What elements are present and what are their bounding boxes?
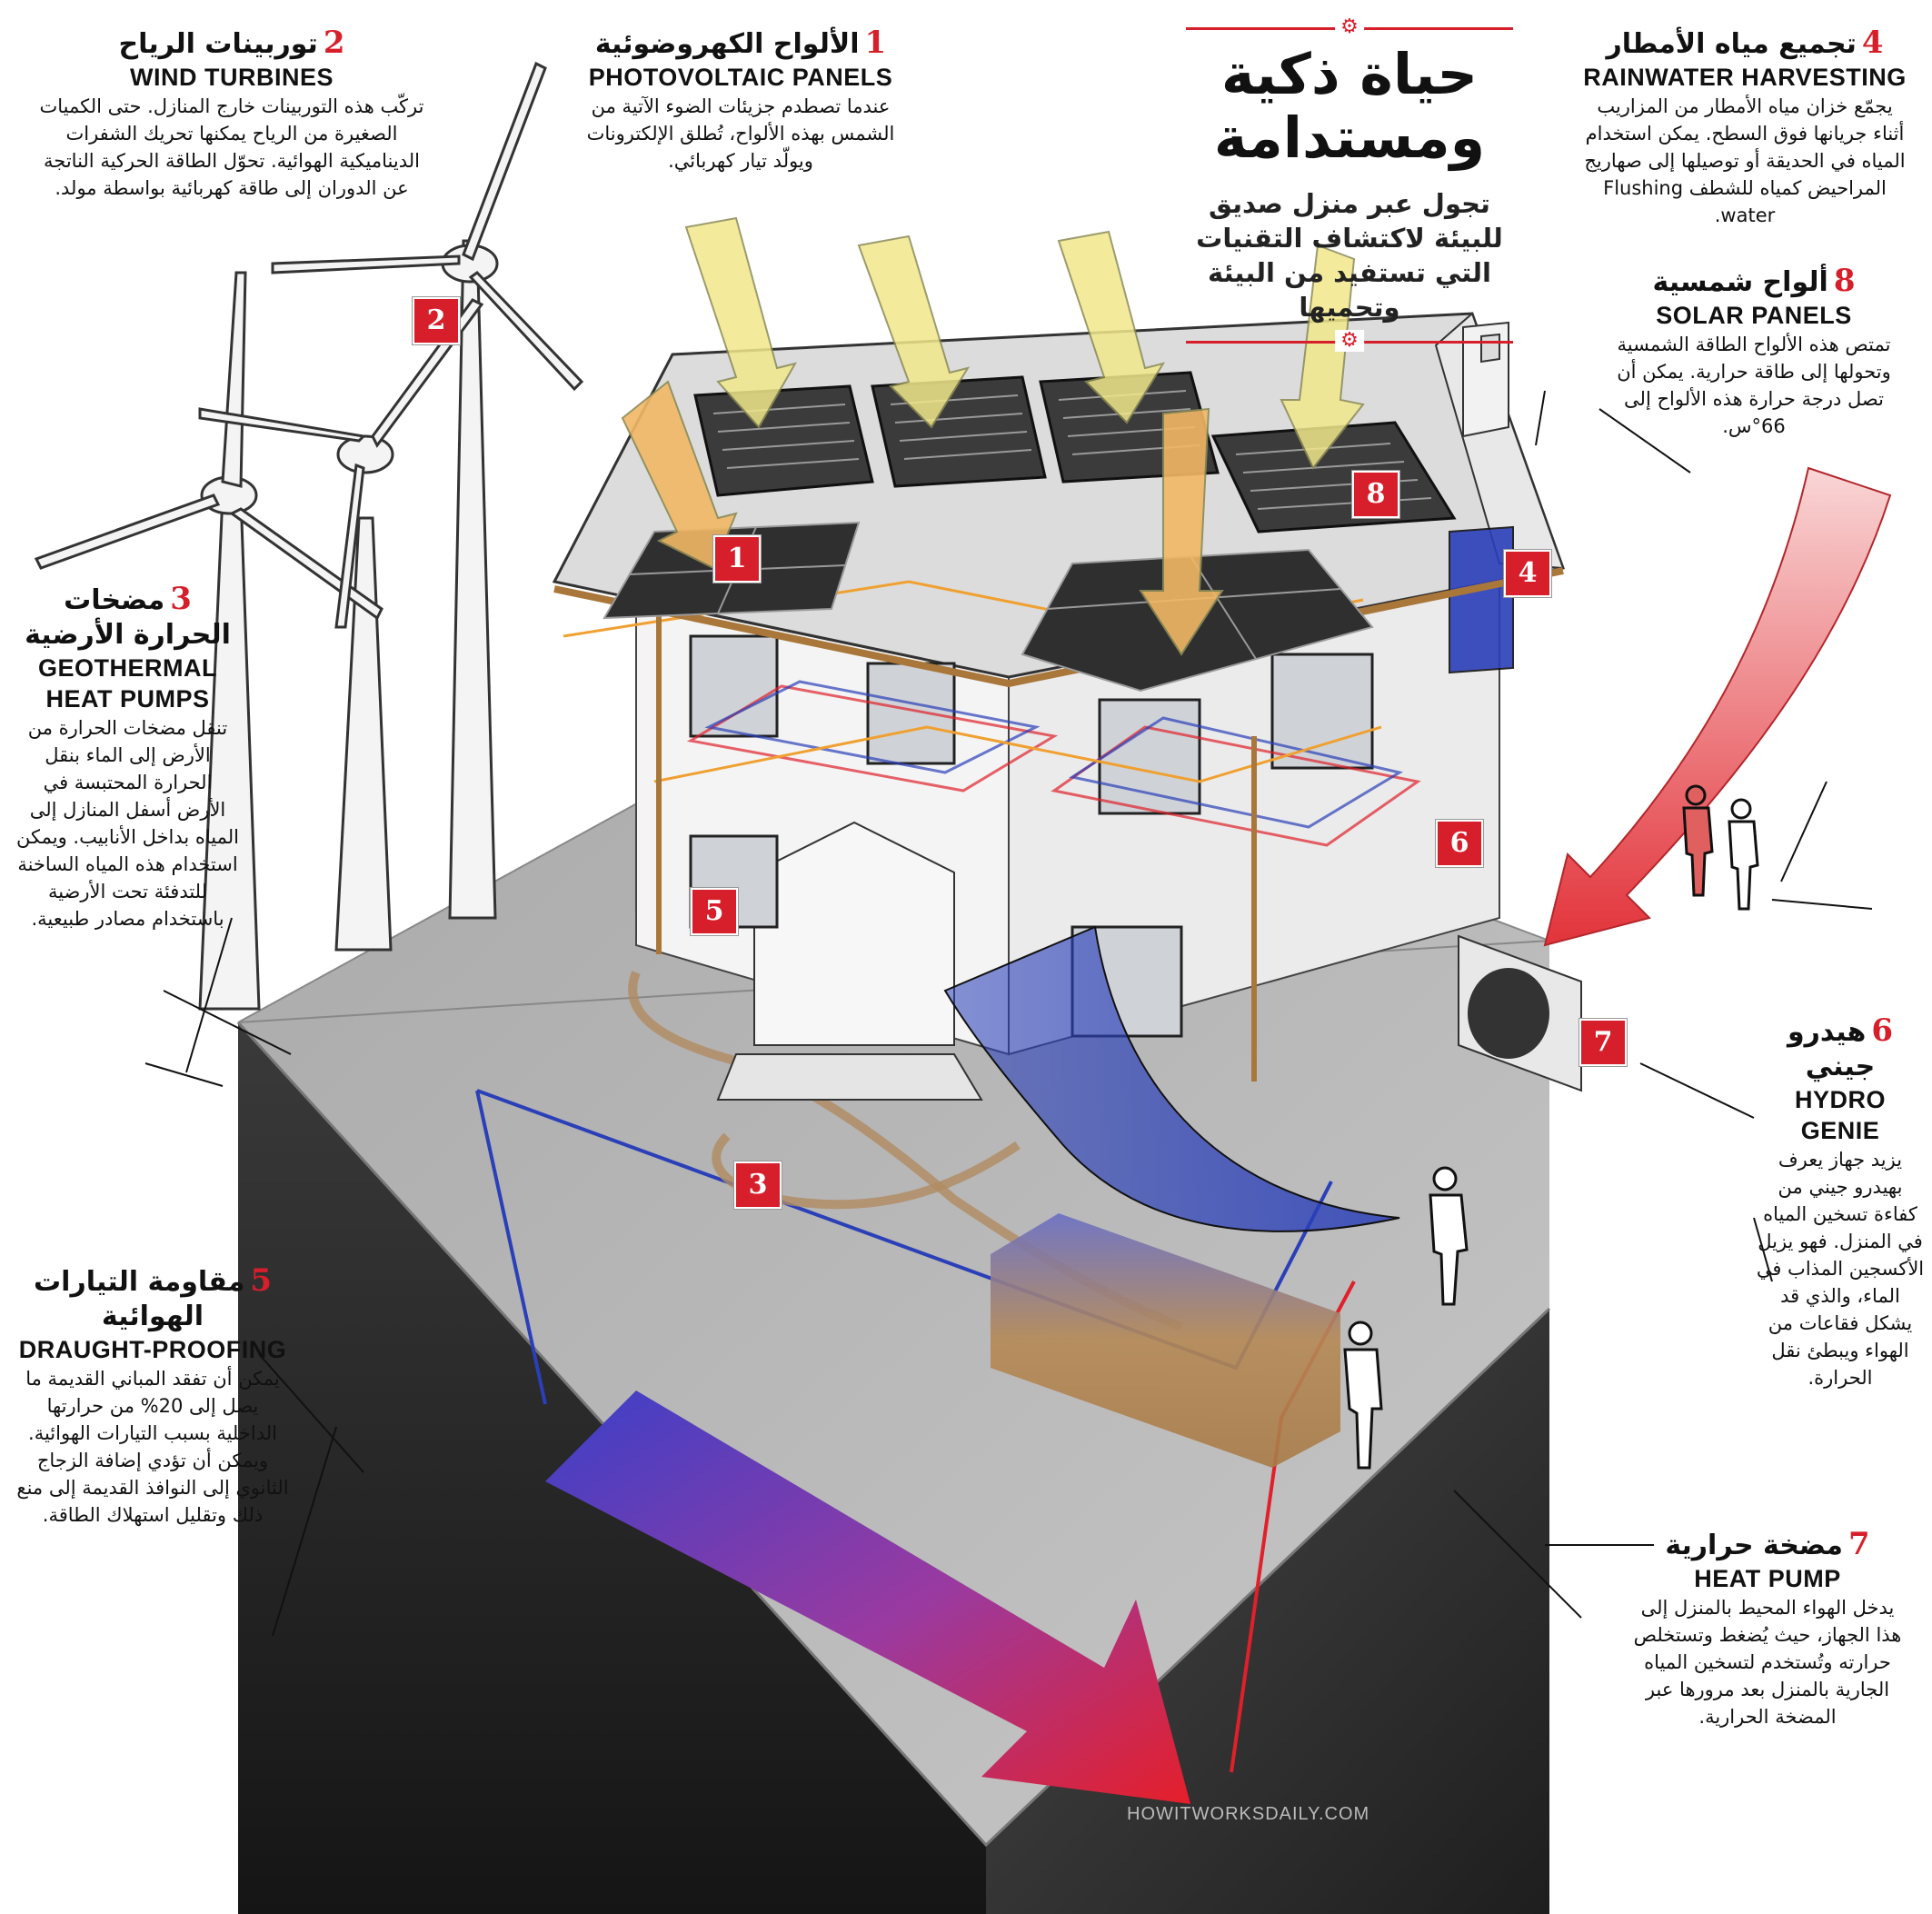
callout-number: 5 [250, 1262, 272, 1299]
badge-7: 7 [1579, 1019, 1627, 1066]
gear-icon: ⚙ [1335, 16, 1364, 38]
callout-number: 3 [170, 581, 192, 617]
title-rule-bottom: ⚙ [1186, 330, 1513, 352]
callout-title-en: HYDRO GENIE [1794, 1086, 1886, 1144]
page-subtitle: تجول عبر منزل صديق للبيئة لاكتشاف التقني… [1196, 188, 1503, 323]
callout-body: يزيد جهاز يعرف بهيدرو جيني من كفاءة تسخي… [1756, 1149, 1925, 1389]
callout-number: 8 [1833, 263, 1856, 299]
callout-number: 4 [1861, 25, 1884, 61]
badge-3: 3 [734, 1161, 782, 1209]
callout-number: 2 [323, 25, 345, 61]
callout-solar-panels: 8ألواح شمسية SOLAR PANELS تمتص هذه الألو… [1608, 264, 1899, 440]
callout-rainwater: 4تجميع مياه الأمطار RAINWATER HARVESTING… [1581, 25, 1908, 229]
callout-body: يجمّع خزان مياه الأمطار من المزاريب أثنا… [1584, 95, 1906, 226]
callout-number: 1 [864, 25, 887, 61]
geothermal-flow-arrow [545, 1391, 1190, 1804]
callout-title-ar: مضخة حرارية [1665, 1530, 1844, 1561]
badge-8: 8 [1352, 471, 1399, 518]
callout-body: تمتص هذه الألواح الطاقة الشمسية وتحولها … [1617, 334, 1891, 437]
title-rule-top: ⚙ [1186, 16, 1513, 38]
callout-hydro-genie: 6هيدرو جيني HYDRO GENIE يزيد جهاز يعرف ب… [1754, 1013, 1927, 1391]
callout-title-ar: ألواح شمسية [1652, 266, 1828, 298]
callout-heat-pump: 7مضخة حرارية HEAT PUMP يدخل الهواء المحي… [1627, 1527, 1908, 1730]
badge-5: 5 [691, 888, 738, 935]
leader-lines [144, 390, 1873, 1637]
callout-body: يمكن أن تفقد المباني القديمة ما يصل إلى … [16, 1368, 289, 1526]
callout-draught-proofing: 5مقاومة التيارات الهوائية DRAUGHT-PROOFI… [16, 1263, 289, 1529]
page-title: حياة ذكية ومستدامة [1213, 41, 1486, 171]
callout-body: عندما تصطدم جزيئات الضوء الآتية من الشمس… [586, 95, 895, 172]
callout-geothermal: 3مضخات الحرارة الأرضية GEOTHERMAL HEAT P… [16, 582, 239, 932]
callout-title-en: DRAUGHT-PROOFING [18, 1336, 287, 1363]
callout-body: تنقل مضخات الحرارة من الأرض إلى الماء بن… [16, 717, 239, 930]
callout-number: 7 [1848, 1526, 1870, 1562]
rainwater-arrow [1543, 466, 1892, 947]
callout-title-en: GEOTHERMAL HEAT PUMPS [38, 654, 217, 713]
title-block: ⚙ حياة ذكية ومستدامة تجول عبر منزل صديق … [1177, 16, 1522, 352]
badge-1: 1 [713, 535, 761, 583]
callout-title-en: RAINWATER HARVESTING [1583, 64, 1907, 91]
callout-title-ar: تجميع مياه الأمطار [1606, 28, 1857, 60]
gear-icon: ⚙ [1335, 330, 1364, 352]
badge-2: 2 [413, 297, 460, 344]
callout-title-ar: الألواح الكهروضوئية [594, 28, 860, 60]
ground-tank [991, 1213, 1340, 1468]
callout-body: تركّب هذه التوربينات خارج المنازل. حتى ا… [39, 95, 424, 199]
badge-6: 6 [1436, 820, 1483, 867]
callout-number: 6 [1871, 1012, 1893, 1049]
callout-photovoltaic: 1الألواح الكهروضوئية PHOTOVOLTAIC PANELS… [582, 25, 900, 174]
callout-title-en: PHOTOVOLTAIC PANELS [588, 64, 893, 91]
callout-title-en: WIND TURBINES [130, 64, 334, 91]
callout-wind-turbines: 2توربينات الرياح WIND TURBINES تركّب هذه… [32, 25, 432, 202]
callout-title-en: HEAT PUMP [1694, 1565, 1841, 1592]
sunlight-arrows [621, 216, 1365, 656]
badge-4: 4 [1504, 550, 1551, 597]
callout-body: يدخل الهواء المحيط بالمنزل إلى هذا الجها… [1633, 1597, 1902, 1728]
people-figures [1343, 784, 1759, 1470]
callout-title-ar: هيدرو جيني [1788, 1016, 1876, 1082]
callout-title-ar: مضخات الحرارة الأرضية [25, 584, 231, 651]
watermark: HOWITWORKSDAILY.COM [1127, 1804, 1370, 1824]
callout-title-ar: توربينات الرياح [118, 28, 318, 60]
wind-turbines [34, 61, 584, 1011]
callout-title-en: SOLAR PANELS [1656, 302, 1852, 329]
callout-title-ar: مقاومة التيارات الهوائية [34, 1266, 245, 1332]
